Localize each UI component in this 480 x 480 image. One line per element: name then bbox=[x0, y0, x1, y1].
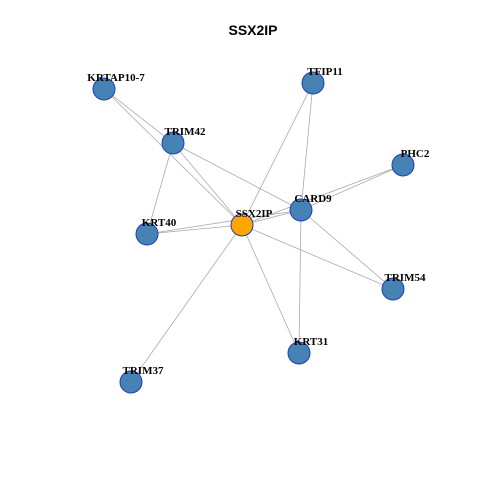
node-label-phc2: PHC2 bbox=[401, 148, 430, 160]
node-krtap10-7 bbox=[92, 77, 116, 101]
edge-trim42-ssx2ip bbox=[172, 142, 243, 226]
edge-trim42-krt40 bbox=[146, 142, 174, 235]
edges bbox=[103, 82, 404, 383]
node-card9 bbox=[289, 198, 313, 222]
node-label-krt31: KRT31 bbox=[294, 336, 328, 348]
node-label-krtap10-7: KRTAP10-7 bbox=[87, 72, 145, 84]
edge-ssx2ip-krt31 bbox=[241, 224, 300, 354]
node-label-ssx2ip: SSX2IP bbox=[236, 208, 273, 220]
edge-card9-trim54 bbox=[300, 209, 394, 290]
edge-krtap10-7-trim42 bbox=[103, 88, 174, 144]
node-trim54 bbox=[381, 277, 405, 301]
node-label-trim42: TRIM42 bbox=[165, 126, 206, 138]
edge-ssx2ip-trim37 bbox=[130, 224, 243, 383]
node-trim42 bbox=[161, 131, 185, 155]
node-ssx2ip bbox=[230, 213, 254, 237]
node-krt31 bbox=[287, 341, 311, 365]
edge-card9-krt40 bbox=[146, 209, 302, 235]
node-label-tfip11: TFIP11 bbox=[307, 66, 342, 78]
node-tfip11 bbox=[301, 71, 325, 95]
edge-krtap10-7-ssx2ip bbox=[103, 88, 243, 226]
edge-phc2-card9 bbox=[300, 164, 404, 211]
node-label-trim37: TRIM37 bbox=[123, 365, 164, 377]
edge-krt40-ssx2ip bbox=[146, 224, 243, 235]
node-label-trim54: TRIM54 bbox=[385, 272, 426, 284]
nodes bbox=[92, 71, 415, 394]
labels: SSX2IP KRTAP10-7 TFIP11TRIM42PHC2CARD9KRT4… bbox=[87, 66, 430, 377]
edge-card9-krt31 bbox=[298, 209, 302, 354]
node-phc2 bbox=[391, 153, 415, 177]
edge-tfip11-ssx2ip bbox=[241, 82, 314, 226]
node-label-krt40: KRT40 bbox=[142, 217, 177, 229]
edge-tfip11-card9 bbox=[300, 82, 314, 211]
node-label-card9: CARD9 bbox=[294, 193, 332, 205]
edge-trim42-card9 bbox=[172, 142, 302, 211]
node-krt40 bbox=[135, 222, 159, 246]
graph-title: SSX2IP bbox=[228, 22, 277, 38]
edge-ssx2ip-trim54 bbox=[241, 224, 394, 290]
node-trim37 bbox=[119, 370, 143, 394]
